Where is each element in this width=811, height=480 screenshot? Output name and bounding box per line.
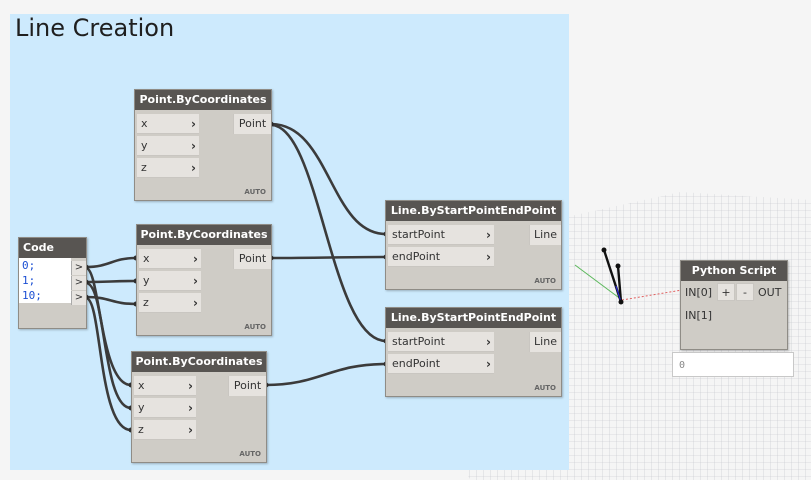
code-block-node[interactable]: Code Block 0; 1; 10; > > > (18, 237, 87, 329)
line-by-start-end-node[interactable]: Line.ByStartPointEndPoint startPoint› en… (385, 200, 562, 290)
input-port-y[interactable]: y› (139, 271, 201, 291)
node-title: Python Script (681, 261, 787, 281)
lacing-label: AUTO (239, 450, 261, 458)
point-by-coordinates-node[interactable]: Point.ByCoordinates x› y› z› Point AUTO (136, 224, 272, 336)
wire-cb1-p3y[interactable] (85, 281, 132, 410)
output-port-point[interactable]: Point (233, 249, 271, 269)
add-input-button[interactable]: + (717, 283, 735, 301)
wire-cb10-p3z[interactable] (85, 296, 132, 432)
lacing-label: AUTO (534, 277, 556, 285)
input-port-y[interactable]: y› (134, 398, 196, 418)
node-title: Point.ByCoordinates (135, 90, 271, 110)
preview-bubble[interactable]: 0 (672, 352, 794, 377)
node-title: Line.ByStartPointEndPoint (386, 308, 561, 328)
input-port-startpoint[interactable]: startPoint› (388, 332, 494, 352)
input-port-in0[interactable]: IN[0] (685, 286, 713, 299)
wire-p2-l1end[interactable] (270, 255, 387, 260)
preview-point-origin (618, 299, 624, 305)
input-port-endpoint[interactable]: endPoint› (388, 247, 494, 267)
chevron-right-icon: › (191, 117, 196, 131)
chevron-right-icon: › (191, 161, 196, 175)
chevron-right-icon: › (486, 335, 491, 349)
preview-line-z (615, 285, 622, 303)
chevron-right-icon: › (486, 250, 491, 264)
input-port-startpoint[interactable]: startPoint› (388, 225, 494, 245)
wire-cb10-p2z[interactable] (85, 295, 137, 306)
node-title: Point.ByCoordinates (137, 225, 271, 245)
chevron-right-icon: › (193, 296, 198, 310)
code-line: 10; (22, 289, 42, 302)
chevron-right-icon: › (188, 423, 193, 437)
preview-line-2 (616, 265, 623, 303)
input-port-x[interactable]: x› (134, 376, 196, 396)
lacing-label: AUTO (244, 323, 266, 331)
code-block-output-port[interactable]: > (71, 276, 86, 290)
node-title: Line.ByStartPointEndPoint (386, 201, 561, 221)
lacing-label: AUTO (534, 384, 556, 392)
code-line: 1; (22, 274, 36, 287)
chevron-right-icon: › (191, 139, 196, 153)
chevron-right-icon: › (188, 379, 193, 393)
input-port-y[interactable]: y› (137, 136, 199, 156)
lacing-label: AUTO (244, 188, 266, 196)
input-port-z[interactable]: z› (137, 158, 199, 178)
input-port-endpoint[interactable]: endPoint› (388, 354, 494, 374)
code-block-output-port[interactable]: > (71, 291, 86, 305)
input-port-in1[interactable]: IN[1] (685, 309, 713, 322)
output-port-line[interactable]: Line (529, 332, 561, 352)
wire-cb0-p2x[interactable] (85, 256, 137, 269)
code-line: 0; (22, 259, 36, 272)
chevron-right-icon: › (193, 274, 198, 288)
chevron-right-icon: › (188, 401, 193, 415)
input-port-x[interactable]: x› (139, 249, 201, 269)
node-title: Point.ByCoordinates (132, 352, 266, 372)
point-by-coordinates-node[interactable]: Point.ByCoordinates x› y› z› Point AUTO (134, 89, 272, 201)
output-port-out[interactable]: OUT (758, 286, 782, 299)
input-port-x[interactable]: x› (137, 114, 199, 134)
preview-point-2 (615, 263, 621, 269)
remove-input-button[interactable]: - (736, 283, 754, 301)
code-block-output-port[interactable]: > (71, 261, 86, 275)
axis-y (574, 264, 623, 301)
chevron-right-icon: › (193, 252, 198, 266)
output-port-point[interactable]: Point (233, 114, 271, 134)
chevron-right-icon: › (486, 228, 491, 242)
input-port-z[interactable]: z› (139, 293, 201, 313)
python-script-node[interactable]: Python Script IN[0] + - OUT IN[1] (680, 260, 788, 350)
chevron-right-icon: › (486, 357, 491, 371)
input-port-z[interactable]: z› (134, 420, 196, 440)
wire-p3-l2end[interactable] (265, 362, 387, 387)
code-block-editor[interactable]: 0; 1; 10; (19, 258, 71, 303)
wire-cb1-p2y[interactable] (85, 279, 137, 284)
output-port-point[interactable]: Point (228, 376, 266, 396)
group-title[interactable]: Line Creation (15, 14, 175, 42)
output-port-line[interactable]: Line (529, 225, 561, 245)
code-block-title: Code Block (19, 238, 86, 274)
point-by-coordinates-node[interactable]: Point.ByCoordinates x› y› z› Point AUTO (131, 351, 267, 463)
wire-p1-l2start[interactable] (270, 123, 387, 343)
line-by-start-end-node[interactable]: Line.ByStartPointEndPoint startPoint› en… (385, 307, 562, 397)
wire-p1-l1start[interactable] (270, 122, 387, 236)
preview-point-1 (601, 247, 607, 253)
